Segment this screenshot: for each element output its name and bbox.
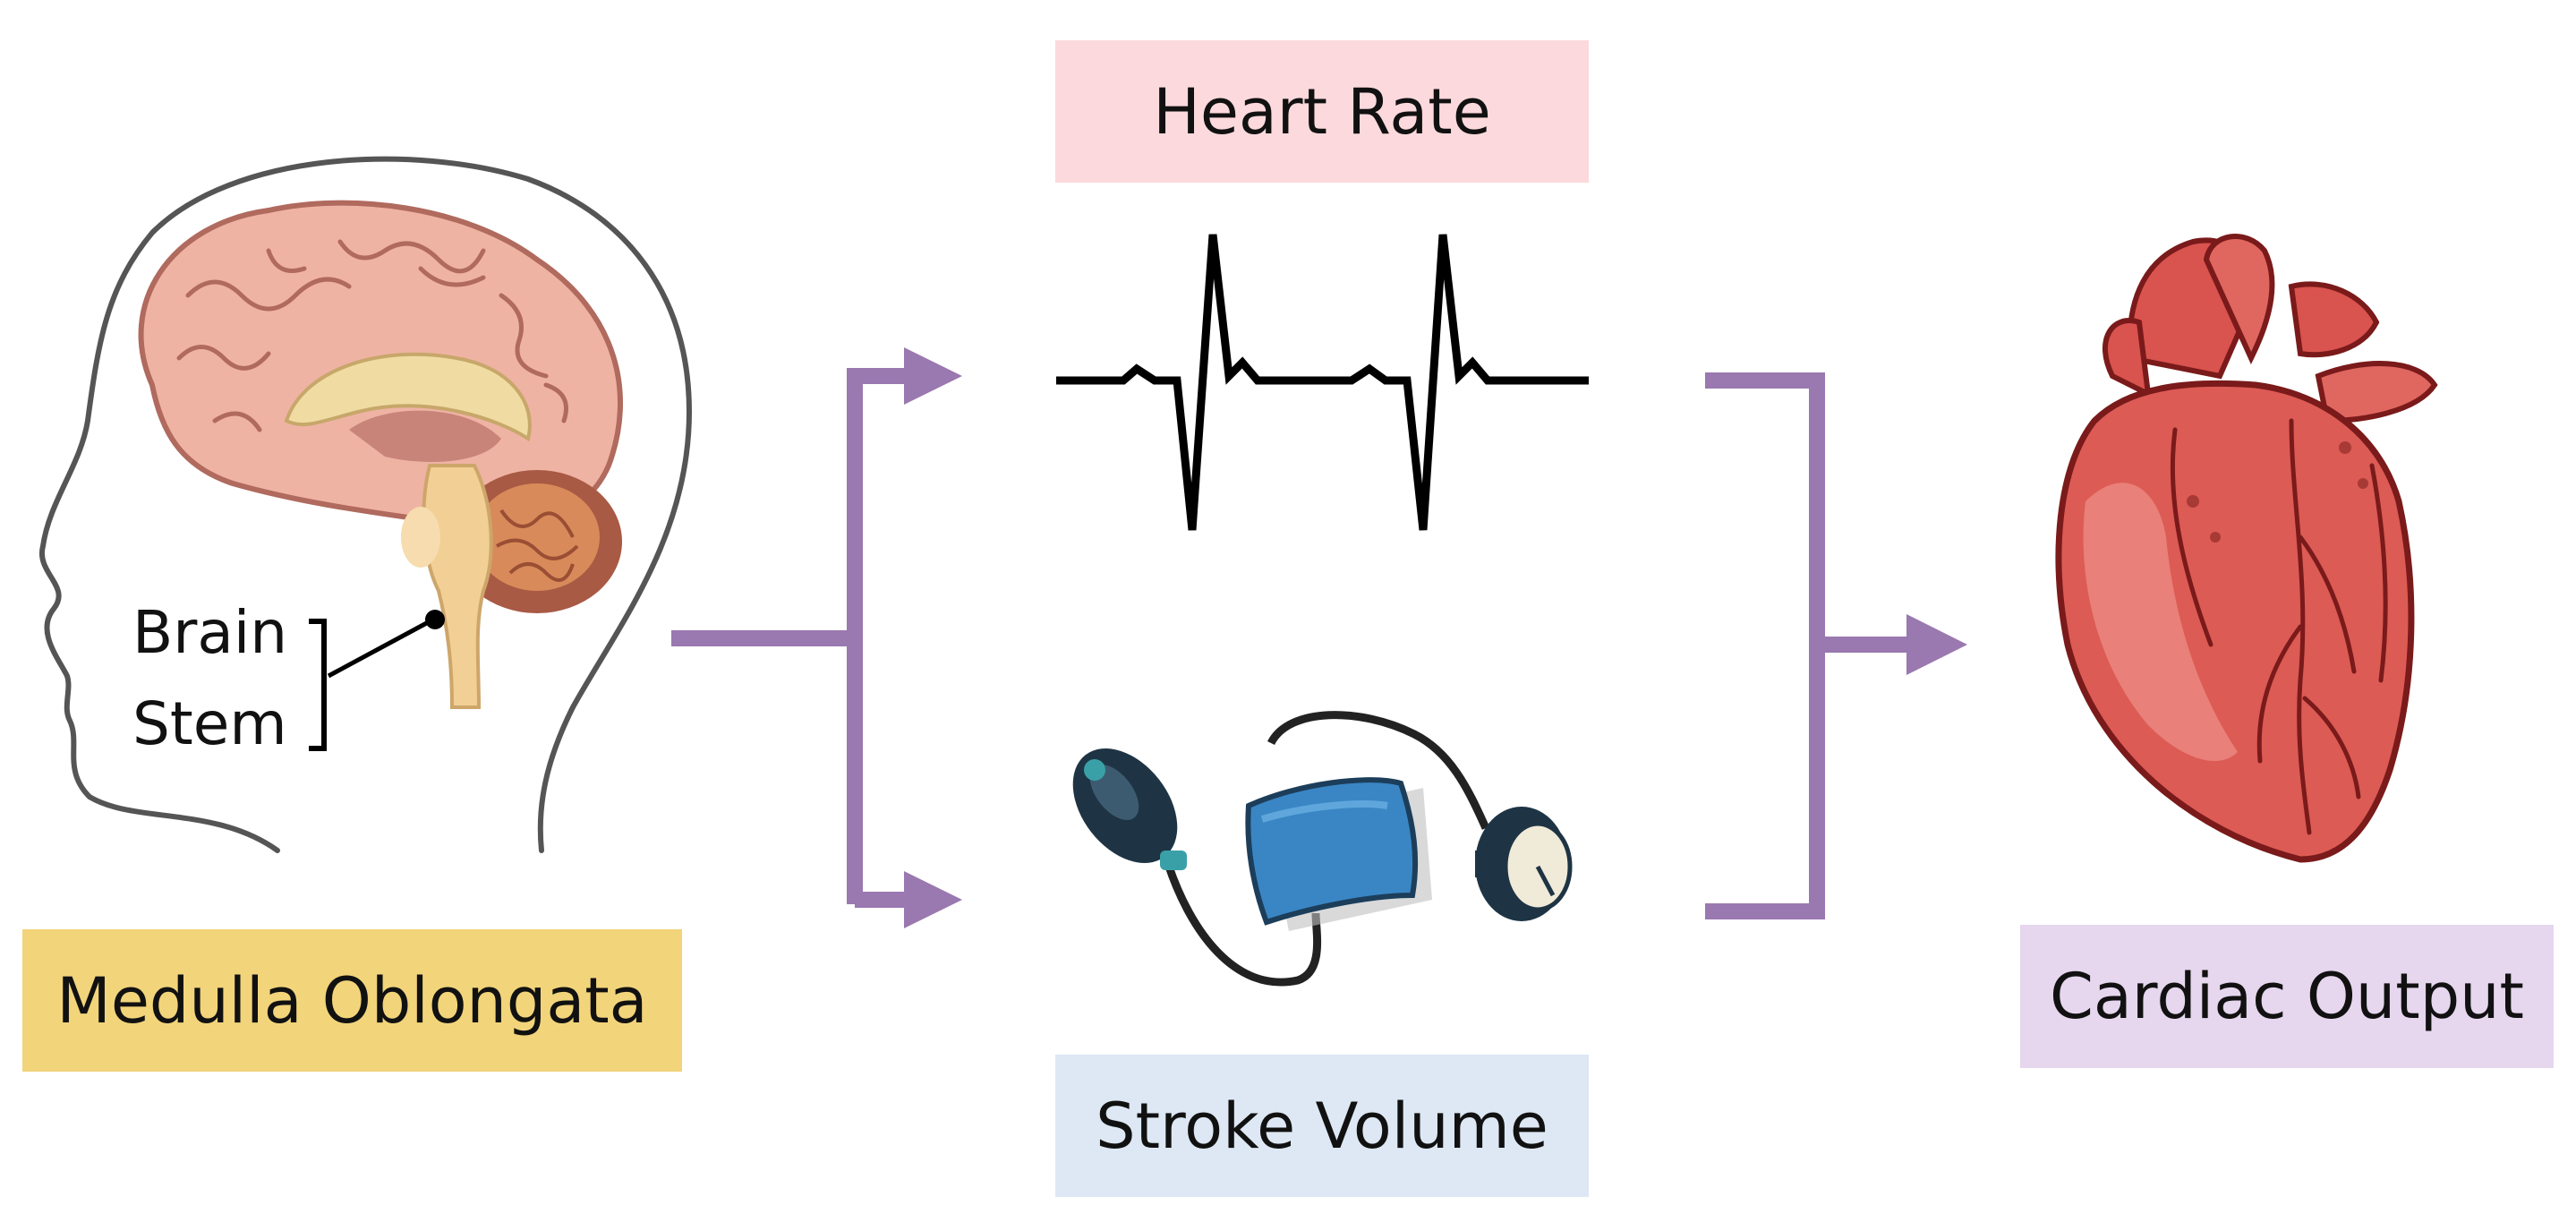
cardiac-output-box: Cardiac Output xyxy=(2020,925,2554,1068)
arrowhead-to-cardiac-output xyxy=(1906,614,1967,675)
medulla-oblongata-box: Medulla Oblongata xyxy=(22,929,682,1072)
cardiac-output-label: Cardiac Output xyxy=(2050,960,2524,1033)
heart-rate-label: Heart Rate xyxy=(1153,74,1491,149)
arrowhead-to-stroke-volume xyxy=(904,871,962,928)
split-arrow xyxy=(671,368,913,908)
brain-stem-label-line2: Stem xyxy=(132,689,287,758)
heart-rate-box: Heart Rate xyxy=(1055,40,1589,183)
brain-stem-label-line1: Brain xyxy=(132,598,288,667)
stroke-volume-label: Stroke Volume xyxy=(1096,1089,1548,1163)
blood-pressure-cuff-icon xyxy=(1072,711,1573,987)
head-brain-icon xyxy=(38,156,693,853)
ecg-waveform-icon xyxy=(1056,234,1589,531)
medulla-oblongata-label: Medulla Oblongata xyxy=(56,963,648,1038)
arrowhead-to-heart-rate xyxy=(904,347,962,405)
merge-arrow xyxy=(1705,372,1915,919)
heart-icon xyxy=(2055,234,2438,863)
stroke-volume-box: Stroke Volume xyxy=(1055,1055,1589,1197)
